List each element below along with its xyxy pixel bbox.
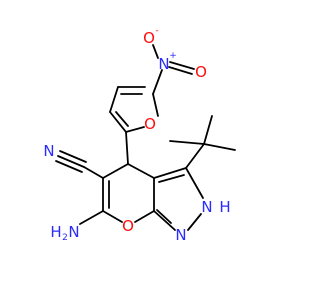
nitro-bond-n-o-top xyxy=(152,44,159,59)
nitrile-bond-c5-c xyxy=(83,166,104,179)
furan-bond-c5-o xyxy=(125,126,145,133)
tbutyl-bond-c3-cq xyxy=(185,143,205,169)
nitrile-triple-2 xyxy=(59,150,87,163)
pyrazole-bond-c3-n2 xyxy=(185,167,204,199)
nitrile-nitrogen-label: N xyxy=(43,142,54,160)
tbutyl-bond-methyl-top xyxy=(203,115,213,145)
pyran-bond-c4-c5 xyxy=(102,163,129,179)
pyran-bond-o-c7a xyxy=(134,210,155,223)
bond-furan-c4 xyxy=(125,131,129,165)
tbutyl-bond-methyl-left xyxy=(169,140,205,145)
nitro-nitrogen-charge: + xyxy=(169,51,177,61)
nitrile-triple-3 xyxy=(55,160,83,173)
nitrile-triple-1 xyxy=(57,155,85,168)
nitro-oxygen-top-charge: - xyxy=(155,26,158,36)
pyrazole-nitrogen-label: N xyxy=(175,226,186,244)
furan-oxygen-label: O xyxy=(144,115,156,133)
pyran-bond-c3a-c4 xyxy=(127,163,155,179)
amino-h-label: H xyxy=(50,223,61,241)
furan-bond-c3-c4 xyxy=(109,86,119,113)
pyrazole-nh-nitrogen-label: N xyxy=(201,198,212,216)
nitro-oxygen-right-label: O xyxy=(195,63,207,81)
furan-bond-c4-c5-inner xyxy=(115,111,129,127)
pyrazole-bond-n1-c7a xyxy=(153,210,176,231)
furan-bond-c4-c5 xyxy=(109,111,127,133)
amino-h2-subscript: 2 xyxy=(62,233,68,243)
molecule-diagram: N + O - O O N H 2 N O N N H xyxy=(43,26,236,244)
amino-bond xyxy=(79,210,104,225)
pyrazole-bond-c3a-c3-inner xyxy=(158,174,185,183)
nitro-bond-c-n xyxy=(152,69,163,95)
nitro-bond-n-o-right xyxy=(169,61,195,70)
nitro-bond-n-o-right-inner xyxy=(168,66,193,75)
pyran-bond-c6-o xyxy=(102,210,123,223)
pyrazole-bond-n2-n1 xyxy=(187,213,202,231)
pyrazole-bond-n1-c7a-inner xyxy=(156,209,172,224)
nitro-nitrogen-label: N xyxy=(158,55,169,73)
nitro-oxygen-top-label: O xyxy=(143,29,155,47)
pyrazole-bond-c3a-c3 xyxy=(153,167,187,179)
amino-nitrogen-label: N xyxy=(68,223,79,241)
tbutyl-bond-methyl-right xyxy=(203,143,236,151)
pyrazole-nh-hydrogen-label: H xyxy=(219,198,230,216)
furan-bond-o-c2 xyxy=(152,93,159,117)
pyran-oxygen-label: O xyxy=(122,217,134,235)
molecule-structure: N + O - O O N H 2 N O N N H xyxy=(43,26,236,244)
